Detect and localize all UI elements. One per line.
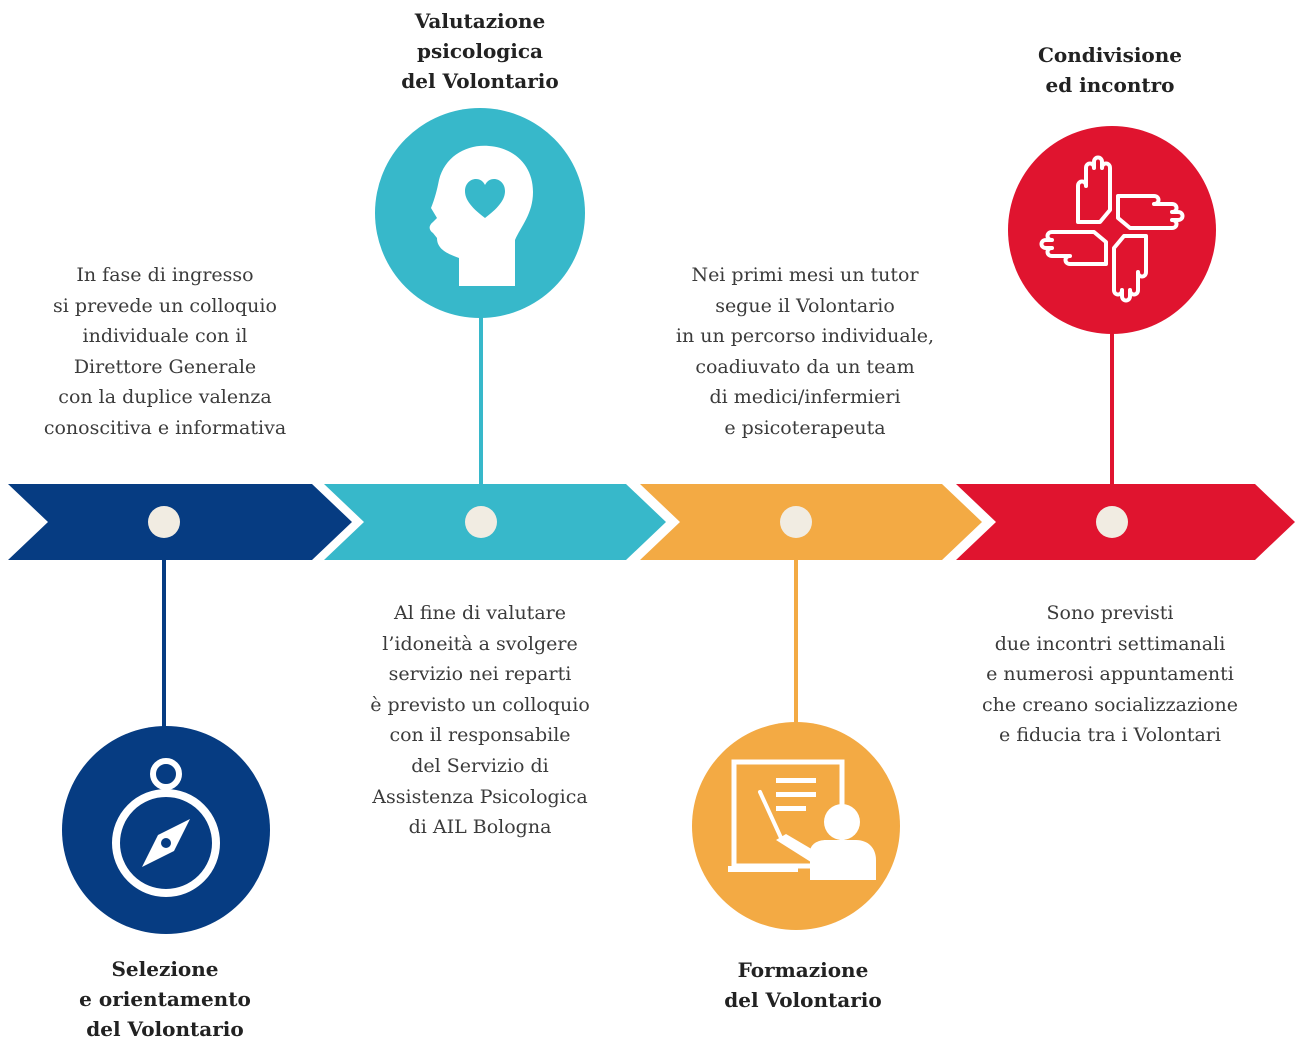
timeline-dot-3 xyxy=(780,506,812,538)
step-2-circle xyxy=(375,108,585,318)
step-3-description: Nei primi mesi un tutor segue il Volonta… xyxy=(675,264,935,439)
step-1-circle xyxy=(62,726,270,934)
step-1-title: Selezione e orientamento del Volontario xyxy=(79,957,251,1041)
timeline-dot-2 xyxy=(465,506,497,538)
connector-line-3 xyxy=(794,540,798,725)
step-4-circle xyxy=(1008,126,1216,334)
connector-line-2 xyxy=(479,300,483,490)
joined-hands-icon xyxy=(1039,155,1185,303)
timeline-segment-1 xyxy=(8,484,352,560)
step-3-circle xyxy=(692,722,900,930)
step-1-description: In fase di ingresso si prevede un colloq… xyxy=(43,264,287,439)
compass-icon xyxy=(112,758,220,897)
step-3-title: Formazione del Volontario xyxy=(724,958,882,1012)
teacher-board-icon xyxy=(728,759,876,880)
step-4-description: Sono previsti due incontri settimanali e… xyxy=(982,602,1238,747)
step-2-title: Valutazione psicologica del Volontario xyxy=(401,9,559,93)
timeline-dot-1 xyxy=(148,506,180,538)
timeline-dot-4 xyxy=(1096,506,1128,538)
step-4-title: Condivisione ed incontro xyxy=(1037,43,1183,97)
connector-line-1 xyxy=(162,540,166,735)
head-heart-icon xyxy=(429,145,533,286)
step-2-description: Al fine di valutare l’idoneità a svolger… xyxy=(370,602,590,839)
connector-line-4 xyxy=(1110,320,1114,490)
